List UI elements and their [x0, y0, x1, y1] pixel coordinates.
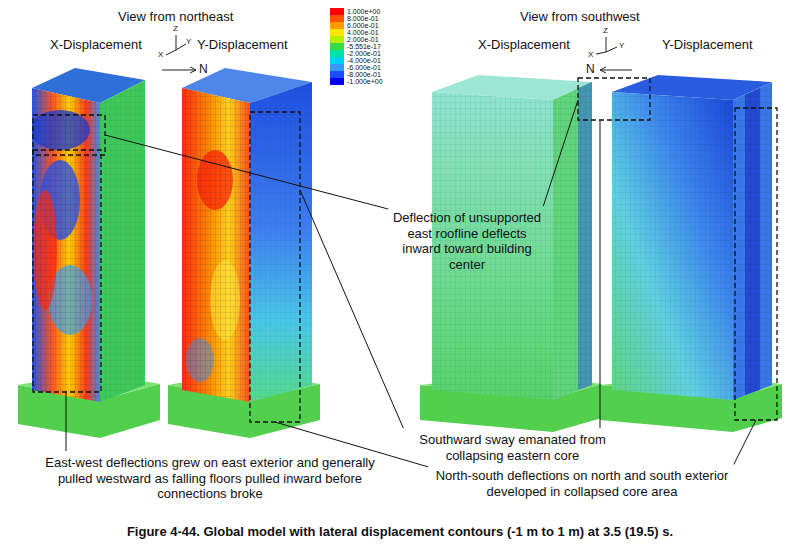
scale-value: -4.000e-01: [347, 57, 381, 64]
view-heading: View from northeast: [118, 9, 233, 25]
legend-row: 2.000e-01: [330, 36, 379, 43]
legend-row: -4.000e-01: [330, 57, 381, 64]
leader-line: [105, 135, 388, 209]
axis-letter: Z: [603, 26, 608, 36]
color-swatch: [330, 50, 344, 57]
color-swatch: [330, 78, 344, 85]
callout-note: Deflection of unsupported east roofline …: [392, 210, 542, 272]
axis-letter: Y: [186, 37, 191, 47]
color-swatch: [330, 29, 344, 36]
leader-line: [300, 190, 403, 428]
panel-title: X-Displacement: [478, 37, 570, 53]
callout-note: East-west deflections grew on east exter…: [45, 455, 375, 502]
color-swatch: [330, 64, 344, 71]
color-swatch: [330, 71, 344, 78]
scale-value: 8.000e-01: [347, 15, 379, 22]
callout-note: Southward sway emanated from collapsing …: [405, 432, 620, 463]
legend-row: -6.000e-01: [330, 64, 381, 71]
scale-value: -5.551e-17: [347, 43, 381, 50]
axis-letter: X: [158, 50, 163, 60]
scale-value: 6.000e-01: [347, 22, 379, 29]
panel-title: X-Displacement: [50, 37, 142, 53]
axis-letter: Z: [173, 24, 178, 34]
north-letter: N: [199, 62, 208, 76]
color-swatch: [330, 36, 344, 43]
panel-title: Y-Displacement: [197, 37, 288, 53]
legend-row: -1.000e+00: [330, 78, 383, 85]
legend-row: 1.000e+00: [330, 8, 380, 15]
legend-row: -5.551e-17: [330, 43, 381, 50]
axis-letter: X: [588, 50, 593, 60]
axis-letter: Y: [619, 41, 624, 51]
legend-row: 6.000e-01: [330, 22, 379, 29]
scale-value: 4.000e-01: [347, 29, 379, 36]
legend-row: 4.000e-01: [330, 29, 379, 36]
figure-caption: Figure 4-44. Global model with lateral d…: [0, 524, 800, 540]
scale-value: 2.000e-01: [347, 36, 379, 43]
color-swatch: [330, 15, 344, 22]
panel-title: Y-Displacement: [662, 37, 753, 53]
color-swatch: [330, 43, 344, 50]
color-swatch: [330, 22, 344, 29]
scale-value: -8.000e-01: [347, 71, 381, 78]
color-swatch: [330, 8, 344, 15]
scale-value: -1.000e+00: [347, 78, 383, 85]
legend-row: -2.000e-01: [330, 50, 381, 57]
view-heading: View from southwest: [520, 9, 640, 25]
leader-line: [734, 420, 756, 464]
color-swatch: [330, 57, 344, 64]
leader-line: [543, 100, 578, 206]
scale-value: -2.000e-01: [347, 50, 381, 57]
scale-value: 1.000e+00: [347, 8, 380, 15]
north-letter: N: [586, 62, 595, 76]
leader-line: [600, 120, 601, 428]
callout-note: North-south deflections on north and sou…: [432, 468, 732, 499]
legend-row: 8.000e-01: [330, 15, 379, 22]
scale-value: -6.000e-01: [347, 64, 381, 71]
leader-line: [66, 392, 67, 451]
legend-row: -8.000e-01: [330, 71, 381, 78]
